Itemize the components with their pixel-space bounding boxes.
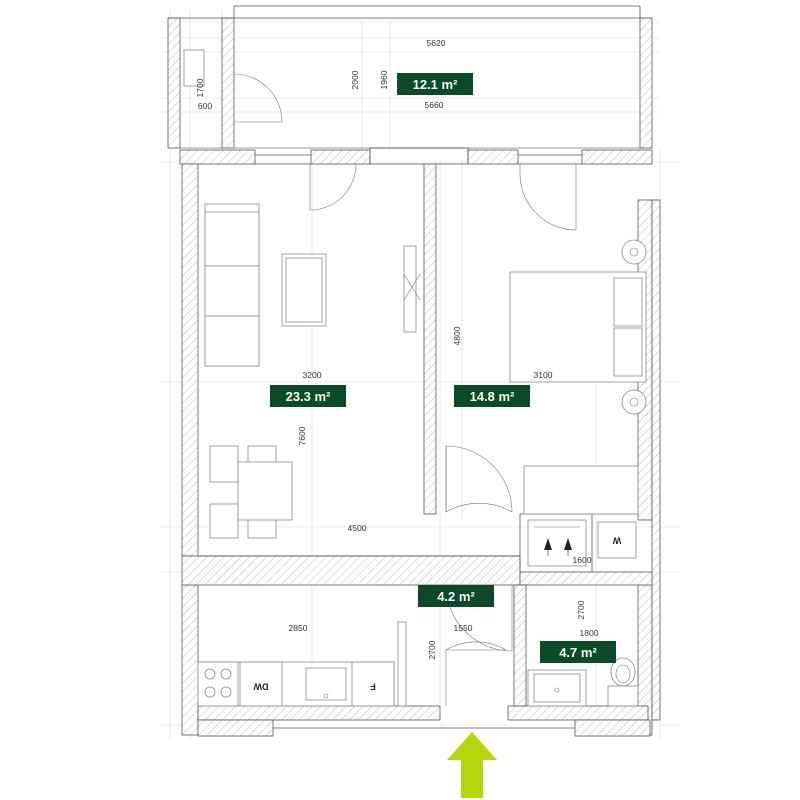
dishwasher-label: DW [253, 682, 268, 692]
dimension-label: 1800 [580, 628, 599, 638]
kitchen-sink [305, 667, 347, 701]
nightstand-lamp [621, 389, 647, 415]
dining-table [237, 461, 293, 521]
toilet-tank [607, 685, 639, 707]
area-label-bedroom: 14.8 m² [454, 385, 530, 407]
dimension-label: 1960 [379, 70, 389, 89]
tv-unit [403, 245, 417, 333]
wardrobe-area: W [527, 519, 637, 567]
fridge-label: F [370, 682, 376, 692]
dimension-label: 7600 [297, 426, 307, 445]
dimension-label: 1700 [195, 78, 205, 97]
dimension-label: 5620 [427, 38, 446, 48]
cooktop [197, 661, 239, 707]
dimension-label: 4500 [348, 523, 367, 533]
up-arrow-icon [544, 538, 552, 550]
area-label-text: 12.1 m² [413, 77, 458, 92]
dimension-label: 3100 [534, 370, 553, 380]
chair [209, 503, 239, 539]
dimension-labels: 5620 5660 2000 1960 1700 600 3200 7600 4… [195, 38, 599, 659]
area-label-text: 14.8 m² [470, 389, 515, 404]
dishwasher [239, 661, 283, 707]
dimension-label: 3200 [303, 370, 322, 380]
dimension-label: 4800 [452, 326, 462, 345]
area-label-text: 4.7 m² [559, 645, 597, 660]
kitchen: DW F [197, 661, 395, 707]
washing-machine [597, 521, 637, 559]
dresser [523, 465, 639, 515]
up-arrow-icon [447, 732, 497, 798]
interior-walls [198, 163, 638, 707]
balcony [167, 5, 653, 149]
area-label-text: 4.2 m² [437, 589, 475, 604]
dimension-label: 2000 [350, 70, 360, 89]
dimension-label: 2700 [427, 640, 437, 659]
bedroom-furniture [509, 239, 647, 515]
nightstand-lamp [621, 239, 647, 265]
area-label-bathroom: 4.7 m² [540, 641, 616, 663]
dimension-label: 600 [198, 101, 212, 111]
outer-walls [179, 147, 661, 737]
dimension-label: 2700 [576, 600, 586, 619]
area-label-text: 23.3 m² [286, 389, 331, 404]
area-labels: 12.1 m² 23.3 m² 14.8 m² 4.2 m² 4.7 m² [270, 73, 616, 663]
washer-label: W [612, 536, 621, 546]
dimension-label: 2850 [289, 623, 308, 633]
doors [309, 163, 577, 706]
fridge [351, 661, 395, 707]
chair [209, 445, 239, 483]
area-label-hall: 4.2 m² [418, 585, 494, 607]
area-label-balcony: 12.1 m² [397, 73, 473, 95]
wardrobe [527, 519, 587, 567]
bathroom [527, 657, 639, 707]
up-arrow-icon [564, 538, 572, 550]
living-furniture [204, 203, 421, 539]
dimension-label: 5660 [425, 100, 444, 110]
area-label-living: 23.3 m² [270, 385, 346, 407]
dimension-label: 1550 [454, 623, 473, 633]
dimension-label: 1600 [573, 555, 592, 565]
